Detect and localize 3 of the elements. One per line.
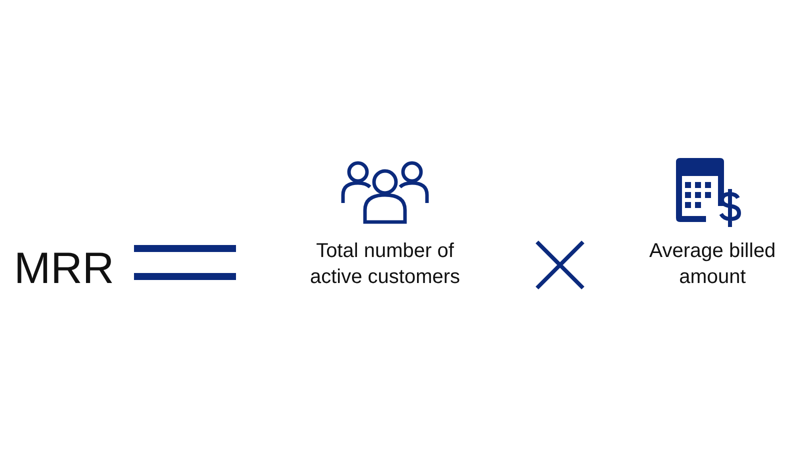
formula-term: MRR bbox=[14, 243, 116, 295]
factor-label: Average billed amount bbox=[648, 239, 777, 290]
factor-label: Total number of active customers bbox=[308, 239, 462, 290]
